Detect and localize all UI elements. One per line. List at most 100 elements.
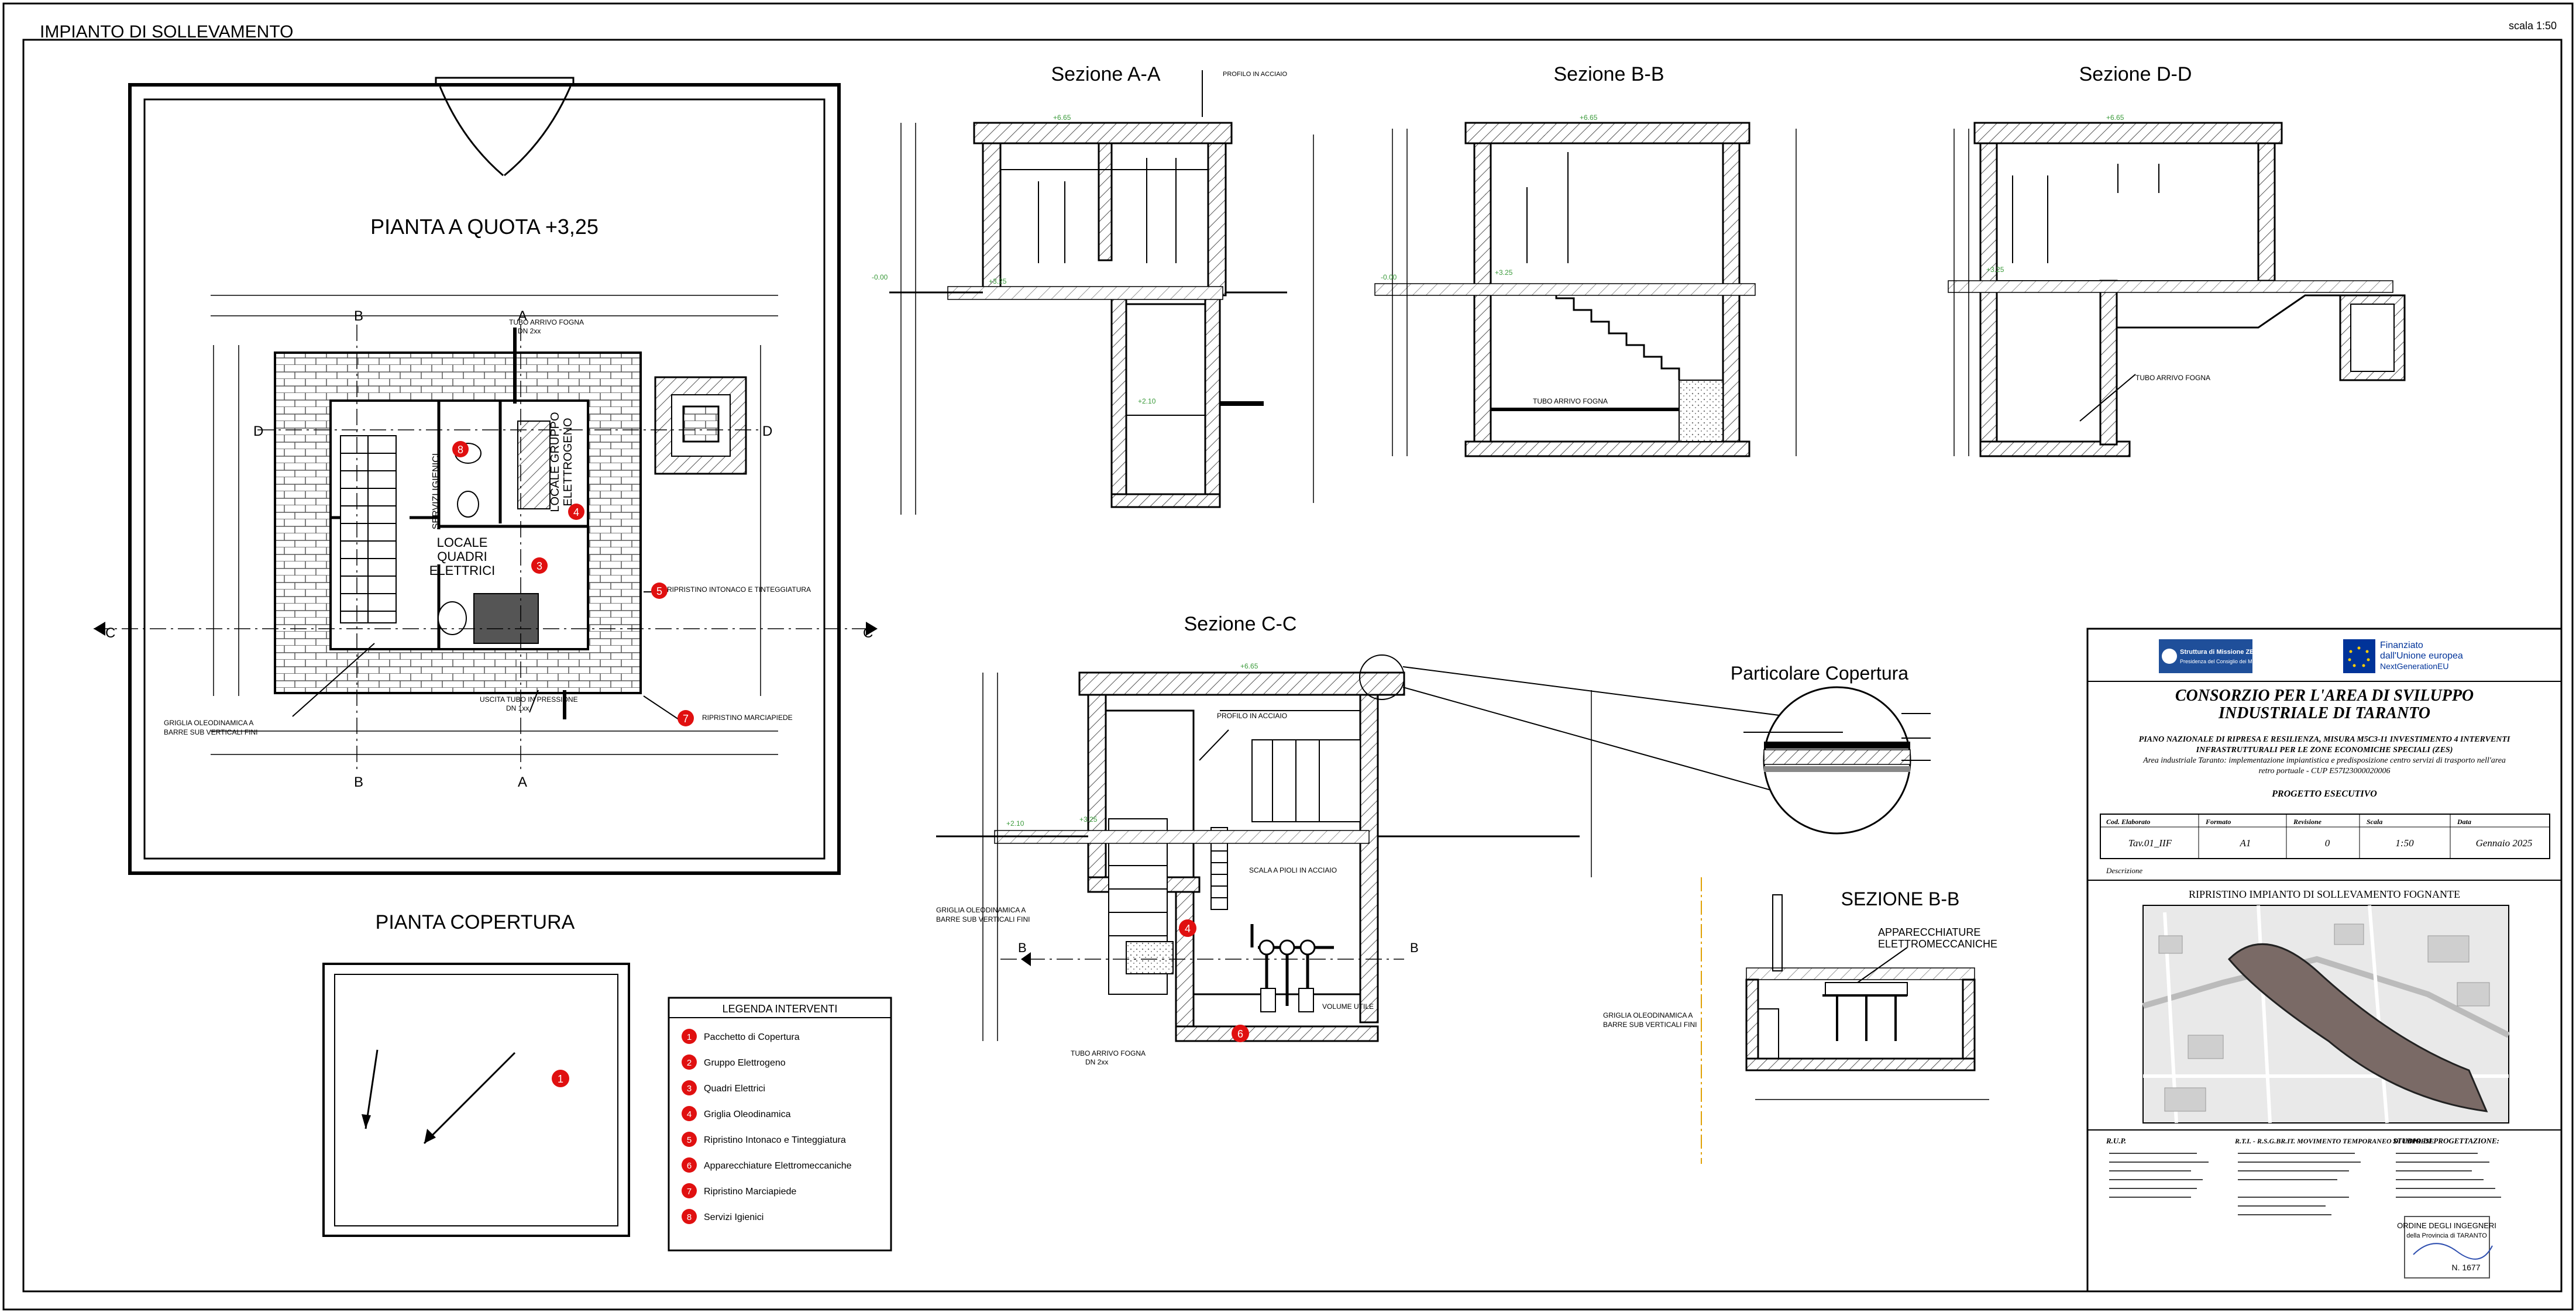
dd-elev-top: +6.65 xyxy=(2106,113,2124,122)
dd-elev-floor: +3.25 xyxy=(1986,266,2004,274)
bb-elev-top: +6.65 xyxy=(1580,113,1598,122)
room-servizi-label: SERVIZI IGIENICI xyxy=(431,453,441,529)
legend-marker xyxy=(682,1183,697,1198)
legend-label: Gruppo Elettrogeno xyxy=(704,1058,786,1068)
legend-marker xyxy=(682,1157,697,1173)
section-cc-title: Sezione C-C xyxy=(1184,613,1297,635)
section-bb-title: Sezione B-B xyxy=(1554,63,1664,85)
legend-number: 6 xyxy=(687,1161,692,1171)
table-header: Formato xyxy=(2205,818,2231,826)
project-phase: PROGETTO ESECUTIVO xyxy=(2271,789,2377,799)
roof-detail-title: Particolare Copertura xyxy=(1731,663,1908,684)
section-aa: Sezione A-A PROFILO IN ACCIAIO +6.65 +3.… xyxy=(872,63,1314,515)
callout-uscita-tubo: USCITA TUBO IN PRESSIONE xyxy=(480,695,578,704)
logo-eu xyxy=(2343,639,2375,673)
table-value: Tav.01_IIF xyxy=(2128,838,2172,849)
legend-label: Pacchetto di Copertura xyxy=(704,1032,800,1042)
pump-pit xyxy=(473,593,539,644)
marker-1 xyxy=(552,1070,569,1087)
section-bb-note: TUBO ARRIVO FOGNA xyxy=(1533,397,1608,405)
pump-assembly xyxy=(1250,924,1334,1012)
svg-text:ORDINE DEGLI INGEGNERI: ORDINE DEGLI INGEGNERI xyxy=(2397,1221,2496,1230)
generator-unit xyxy=(517,421,551,509)
legend-label: Ripristino Intonaco e Tinteggiatura xyxy=(704,1135,846,1145)
table-header: Scala xyxy=(2367,818,2382,826)
section-mark-c-left: C xyxy=(105,625,115,641)
plan-dimensions xyxy=(211,295,778,755)
section-bb: Sezione B-B TUBO ARRIVO FOGNA +6.65 +3.2… xyxy=(1374,63,1797,457)
svg-text:4: 4 xyxy=(1185,923,1191,935)
legend-label: Griglia Oleodinamica xyxy=(704,1109,791,1119)
section-cc-note-griglia-1: GRIGLIA OLEODINAMICA A xyxy=(936,906,1026,914)
section-mark-b-top: B xyxy=(354,308,363,324)
section-mark-a-top: A xyxy=(518,308,527,324)
washbasin-fixture xyxy=(457,491,479,518)
plan-top-title: PIANTA A QUOTA +3,25 xyxy=(370,215,599,239)
marker-5: 5 xyxy=(656,585,662,597)
legend-marker xyxy=(682,1106,697,1121)
section-mark-a-bottom: A xyxy=(518,774,527,790)
aa-elev-mid: +2.10 xyxy=(1138,397,1156,405)
section-cc-mark-b-left: B xyxy=(1018,940,1027,955)
svg-text:della Provincia di TARANTO: della Provincia di TARANTO xyxy=(2406,1232,2487,1239)
client-name-2: INDUSTRIALE DI TARANTO xyxy=(2218,704,2430,722)
section-marks: B A B A C C D D xyxy=(94,308,878,790)
legend-number: 4 xyxy=(687,1109,692,1119)
roof-slope-arrows xyxy=(364,1049,516,1145)
callout-ripristino-marciapiede: RIPRISTINO MARCIAPIEDE xyxy=(702,714,793,722)
cc-marker-6 xyxy=(1232,1025,1249,1042)
section-cc: Sezione C-C B B PROFILO IN xyxy=(936,613,1811,1066)
callout-tubo-fogna-dn: DN 2xx xyxy=(518,327,541,335)
legend-marker xyxy=(682,1209,697,1224)
svg-text:dall'Unione europea: dall'Unione europea xyxy=(2380,651,2463,661)
legend-marker xyxy=(682,1080,697,1095)
gate-swing xyxy=(439,86,572,177)
table-header: Cod. Elaborato xyxy=(2106,818,2150,826)
description-label: Descrizione xyxy=(2106,866,2142,875)
legend-marker xyxy=(682,1054,697,1070)
table-value: A1 xyxy=(2240,838,2251,849)
roof-detail: Particolare Copertura xyxy=(1731,663,1931,835)
rti-title: R.T.I. - R.S.G.BR.IT. MOVIMENTO TEMPORAN… xyxy=(2234,1137,2434,1145)
pnrr-line-1: PIANO NAZIONALE DI RIPRESA E RESILIENZA,… xyxy=(2139,735,2510,744)
cc-elev-ground: +2.10 xyxy=(1006,819,1024,828)
table-header: Data xyxy=(2457,818,2471,826)
legend-label: Servizi Igienici xyxy=(704,1212,763,1222)
legend-number: 1 xyxy=(687,1032,692,1042)
section-aa-note: PROFILO IN ACCIAIO xyxy=(1223,71,1287,78)
svg-text:6: 6 xyxy=(1237,1028,1243,1040)
bb-elev-ground: -0.00 xyxy=(1381,273,1397,281)
svg-text:N. 1677: N. 1677 xyxy=(2451,1263,2480,1272)
title-block-table: Cod. ElaboratoTav.01_IIFFormatoA1Revisio… xyxy=(2106,814,2532,859)
table-value: 0 xyxy=(2325,838,2330,849)
table-value: 1:50 xyxy=(2395,838,2414,849)
legend-label: Quadri Elettrici xyxy=(704,1084,765,1094)
section-bb2-note-griglia-1: GRIGLIA OLEODINAMICA A xyxy=(1603,1011,1693,1019)
cc-elev-floor: +3.25 xyxy=(1079,815,1098,823)
section-dd-title: Sezione D-D xyxy=(2079,63,2192,85)
sheet-title: IMPIANTO DI SOLLEVAMENTO xyxy=(40,22,293,42)
section-mark-d-left: D xyxy=(253,423,263,439)
aa-elev-floor: +3.25 xyxy=(989,277,1007,285)
svg-text:Finanziato: Finanziato xyxy=(2380,640,2423,650)
section-cc-note-volume: VOLUME UTILE xyxy=(1322,1002,1374,1011)
aa-elev-top: +6.65 xyxy=(1053,113,1071,122)
callout-uscita-tubo-dn: DN 1xx xyxy=(506,704,529,712)
section-cc-note-griglia-2: BARRE SUB VERTICALI FINI xyxy=(936,915,1030,923)
plan-top-frame xyxy=(128,83,841,875)
legend-marker xyxy=(682,1132,697,1147)
stairs xyxy=(340,435,397,623)
marker-8: 8 xyxy=(458,444,463,456)
plan-markers: 8 4 3 5 7 xyxy=(452,441,694,726)
description-text: RIPRISTINO IMPIANTO DI SOLLEVAMENTO FOGN… xyxy=(2189,888,2460,900)
marker-3: 3 xyxy=(536,560,542,572)
engineer-stamp xyxy=(2404,1216,2490,1278)
section-mark-d-right: D xyxy=(762,423,772,439)
callout-griglia-2: BARRE SUB VERTICALI FINI xyxy=(164,728,257,736)
section-bb2-note-griglia-2: BARRE SUB VERTICALI FINI xyxy=(1603,1021,1697,1029)
legend-number: 5 xyxy=(687,1135,692,1145)
section-cc-note-scala: SCALA A PIOLI IN ACCIAIO xyxy=(1249,866,1337,874)
